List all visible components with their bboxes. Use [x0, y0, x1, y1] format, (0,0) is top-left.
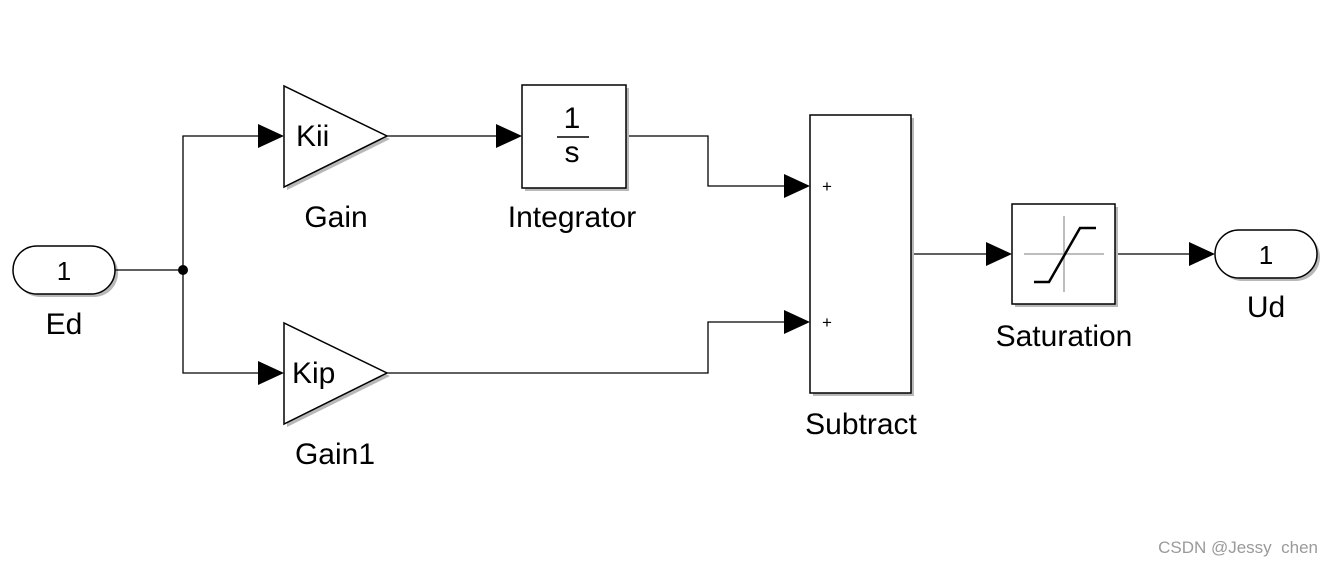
- outport-ud-label: Ud: [1247, 291, 1285, 324]
- integrator-block[interactable]: 1 s: [521, 84, 629, 191]
- inport-ed-label: Ed: [46, 308, 83, 341]
- subtract-block[interactable]: + +: [809, 114, 914, 396]
- arrow-into-ud: [1189, 242, 1215, 266]
- arrowheads: [258, 124, 1215, 385]
- subtract-sign-2: +: [822, 313, 832, 332]
- arrow-into-integrator: [496, 124, 522, 148]
- gain-parameter: Kii: [296, 120, 329, 153]
- inport-ed[interactable]: 1: [12, 245, 118, 297]
- gain1-parameter: Kip: [292, 357, 335, 390]
- wire-to-gain1: [182, 270, 258, 374]
- integrator-numerator: 1: [564, 102, 581, 135]
- integrator-denominator: s: [565, 136, 580, 169]
- arrow-into-subtract-2: [784, 310, 810, 334]
- arrow-into-gain: [258, 124, 284, 148]
- watermark-text: CSDN @Jessy chen: [1158, 538, 1318, 557]
- arrow-into-subtract-1: [784, 174, 810, 198]
- subtract-label: Subtract: [805, 408, 917, 441]
- gain1-label: Gain1: [295, 438, 375, 471]
- wire-integrator-to-subtract: [626, 135, 784, 187]
- signal-lines: [115, 135, 1189, 374]
- arrow-into-saturation: [986, 242, 1012, 266]
- wire-gain1-to-subtract: [387, 321, 784, 374]
- gain-label: Gain: [304, 201, 367, 234]
- gain-block[interactable]: Kii: [283, 84, 390, 190]
- saturation-icon: [1024, 216, 1104, 292]
- saturation-block[interactable]: [1011, 203, 1118, 307]
- gain1-block[interactable]: Kip: [283, 321, 390, 427]
- inport-ed-number: 1: [57, 256, 71, 286]
- arrow-into-gain1: [258, 361, 284, 385]
- subtract-sign-1: +: [822, 177, 832, 196]
- saturation-label: Saturation: [996, 320, 1133, 353]
- integrator-label: Integrator: [508, 201, 636, 234]
- outport-ud-number: 1: [1259, 240, 1273, 270]
- wire-to-gain: [182, 135, 258, 270]
- outport-ud[interactable]: 1: [1214, 229, 1320, 281]
